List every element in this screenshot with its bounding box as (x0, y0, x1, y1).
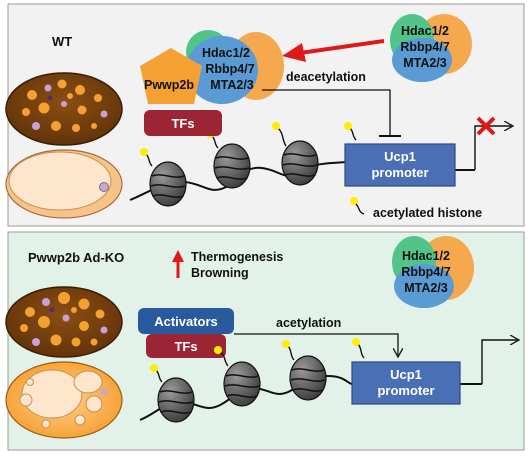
complex-hdac-label: Hdac1/2 (202, 46, 250, 60)
deacetylation-label: deacetylation (286, 70, 366, 84)
activation-arrow (234, 333, 398, 356)
acetyl-mark (282, 340, 295, 361)
free-hdac-complex-ko: Hdac1/2 Rbbp4/7 MTA2/3 (392, 236, 474, 308)
promoter-line1: Ucp1 (384, 149, 416, 164)
nucleosome-icon (157, 377, 195, 423)
nucleosome-icon (149, 161, 187, 207)
nucleosome-icon (213, 143, 251, 189)
nucleosome-icon (289, 355, 327, 401)
free-complex-mta-label: MTA2/3 (403, 56, 447, 70)
inhibition-line (262, 89, 391, 136)
nucleosome-icon (223, 361, 261, 407)
nucleosome-icon (281, 140, 319, 186)
white-adipocyte-icon (5, 149, 123, 219)
tf-ko-label: TFs (174, 339, 197, 354)
effect-thermogenesis: Thermogenesis (191, 250, 283, 264)
pwwp2b-protein: Pwwp2b (140, 48, 202, 104)
tf-box-ko: TFs (146, 334, 226, 358)
brown-adipocyte-icon (5, 286, 123, 358)
bound-hdac-complex: Hdac1/2 Rbbp4/7 MTA2/3 (186, 30, 284, 104)
activators-label: Activators (154, 314, 218, 329)
free-hdac-complex: Hdac1/2 Rbbp4/7 MTA2/3 (390, 14, 472, 82)
wt-label: WT (52, 34, 72, 49)
ko-label: Pwwp2b Ad-KO (28, 250, 124, 265)
acetyl-mark (272, 122, 287, 147)
promoter-ko-line1: Ucp1 (390, 367, 422, 382)
free-complex-rbbp-label: Rbbp4/7 (400, 40, 449, 54)
legend-label: acetylated histone (373, 206, 482, 220)
ko-complex-hdac-label: Hdac1/2 (402, 249, 450, 263)
effect-browning: Browning (191, 266, 249, 280)
pwwp2b-label: Pwwp2b (144, 78, 194, 92)
acetyl-mark (214, 346, 229, 367)
ko-complex-mta-label: MTA2/3 (404, 281, 448, 295)
ko-panel: Pwwp2b Ad-KO Thermogenesis Browning Hdac… (5, 231, 525, 451)
tf-box: TFs (144, 110, 222, 136)
ko-complex-rbbp-label: Rbbp4/7 (401, 265, 450, 279)
acetyl-mark (150, 364, 163, 383)
brown-adipocyte-icon (5, 72, 123, 146)
acetylation-label: acetylation (276, 316, 341, 330)
promoter-ko-line2: promoter (377, 383, 434, 398)
acetyl-mark (344, 122, 357, 141)
acetyl-mark (352, 338, 365, 359)
blocked-transcription-icon (474, 116, 512, 170)
activators-box: Activators (138, 308, 234, 334)
tf-label: TFs (171, 116, 194, 131)
recruitment-arrow (282, 39, 385, 62)
active-transcription-icon (481, 340, 518, 384)
legend-acetylated-histone: acetylated histone (350, 197, 482, 220)
up-arrow-icon (172, 250, 184, 278)
wt-panel: WT (5, 3, 525, 227)
complex-mta-label: MTA2/3 (210, 78, 254, 92)
promoter-line2: promoter (371, 165, 428, 180)
beige-adipocyte-icon (5, 361, 123, 439)
ucp1-promoter-box: Ucp1 promoter (344, 143, 456, 187)
acetyl-mark (140, 148, 153, 167)
free-complex-hdac-label: Hdac1/2 (401, 24, 449, 38)
complex-rbbp-label: Rbbp4/7 (205, 62, 254, 76)
ucp1-promoter-box-ko: Ucp1 promoter (351, 361, 461, 405)
